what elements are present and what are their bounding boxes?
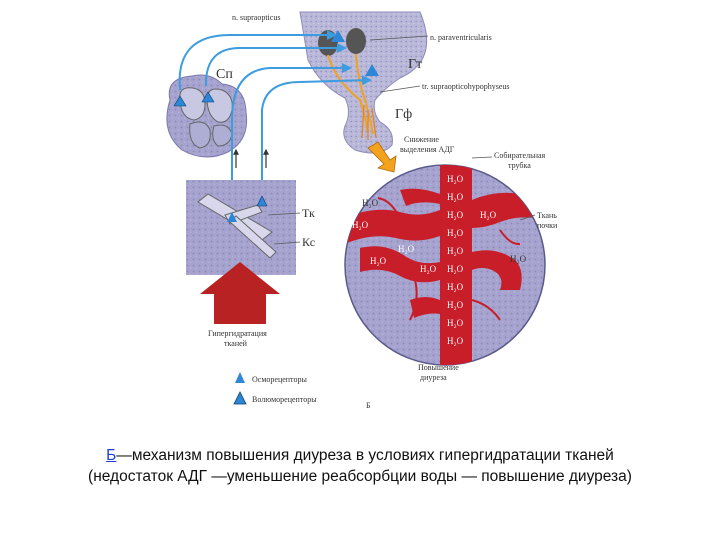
label-hyperhydration-2: тканей <box>224 339 248 348</box>
legend-volumoreceptors: Волюморецепторы <box>252 395 317 404</box>
label-kidney-tissue-1: Ткань <box>537 211 557 220</box>
caption-text: —механизм повышения диуреза в условиях г… <box>88 447 632 485</box>
label-hyperhydration-1: Гипергидратация <box>208 329 267 338</box>
paraventricular-nucleus <box>318 30 338 56</box>
label-paraventricularis: n. paraventricularis <box>430 33 492 42</box>
label-kidney-tissue-2: почки <box>537 221 558 230</box>
svg-text:H₂O: H₂O <box>398 244 415 254</box>
legend-osmoreceptors: Осморецепторы <box>252 375 307 384</box>
label-ks: Кс <box>302 235 315 249</box>
label-adh-reduction-2: выделения АДГ <box>400 145 455 154</box>
label-collecting-duct-1: Собирательная <box>494 151 546 160</box>
supraoptic-nucleus <box>346 28 366 54</box>
svg-text:H₂O: H₂O <box>447 318 464 328</box>
svg-text:H₂O: H₂O <box>480 210 497 220</box>
svg-text:H₂O: H₂O <box>447 192 464 202</box>
osmoreceptor-icon <box>235 372 245 383</box>
hypothalamus-pituitary <box>300 12 427 153</box>
svg-text:H₂O: H₂O <box>447 282 464 292</box>
caption-letter[interactable]: Б <box>106 447 116 464</box>
volumoreceptor-icon <box>234 392 246 404</box>
label-diuresis-2: диуреза <box>420 373 447 382</box>
diagram: H₂O H₂O H₂O H₂O H₂O H₂O H₂O H₂O H₂O H₂O … <box>0 0 720 430</box>
label-adh-reduction-1: Снижение <box>404 135 439 144</box>
legend: Осморецепторы Волюморецепторы Б <box>234 372 371 410</box>
svg-text:H₂O: H₂O <box>362 198 379 208</box>
panel-letter: Б <box>366 401 371 410</box>
svg-text:H₂O: H₂O <box>447 264 464 274</box>
svg-text:H₂O: H₂O <box>447 246 464 256</box>
svg-text:H₂O: H₂O <box>370 256 387 266</box>
label-tk: Тк <box>302 206 315 220</box>
svg-text:H₂O: H₂O <box>447 336 464 346</box>
svg-text:H₂O: H₂O <box>352 220 369 230</box>
label-collecting-duct-2: трубка <box>508 161 531 170</box>
kidney-magnified: H₂O H₂O H₂O H₂O H₂O H₂O H₂O H₂O H₂O H₂O … <box>340 160 548 370</box>
label-sp: Сп <box>216 67 233 82</box>
label-gf: Гф <box>395 107 412 122</box>
svg-text:H₂O: H₂O <box>447 300 464 310</box>
figure-caption: Б—механизм повышения диуреза в условиях … <box>80 445 640 487</box>
label-supraopticus: n. supraopticus <box>232 13 280 22</box>
svg-text:H₂O: H₂O <box>510 254 527 264</box>
svg-text:H₂O: H₂O <box>447 174 464 184</box>
label-diuresis-1: Повышение <box>418 363 459 372</box>
tissue-block <box>186 180 300 275</box>
label-tract: tr. supraopticohypophyseus <box>422 82 510 91</box>
label-gt: Гт <box>408 57 422 72</box>
svg-text:H₂O: H₂O <box>447 210 464 220</box>
svg-text:H₂O: H₂O <box>447 228 464 238</box>
svg-text:H₂O: H₂O <box>420 264 437 274</box>
